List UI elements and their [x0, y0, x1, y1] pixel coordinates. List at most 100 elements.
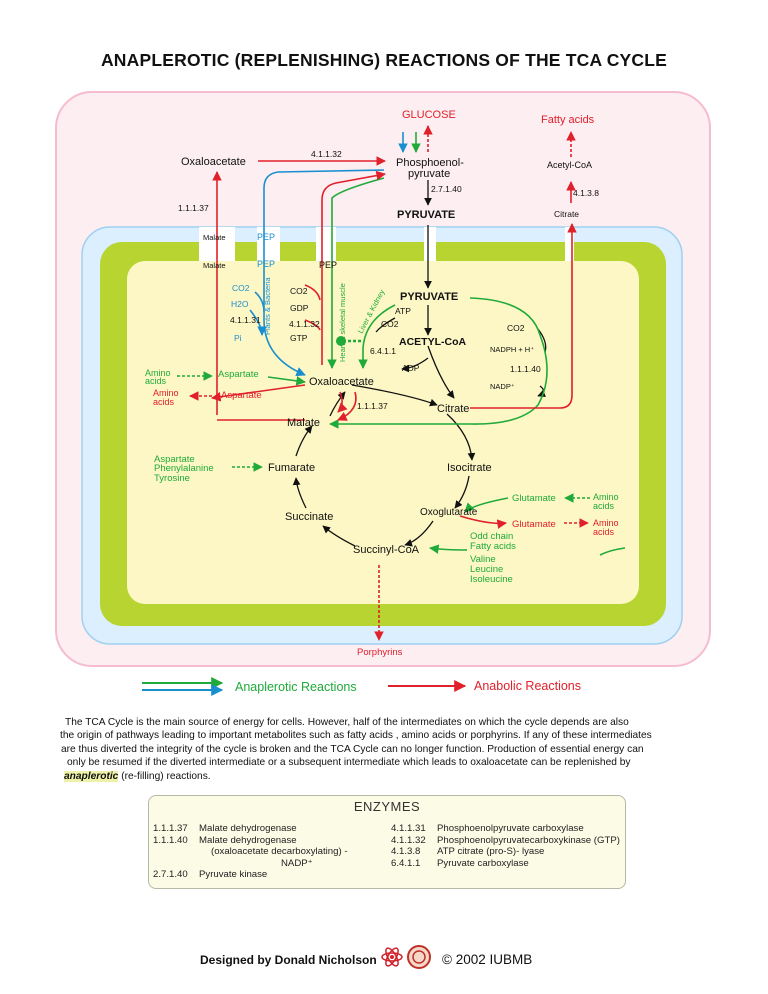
- co2-right-label: CO2: [507, 323, 525, 333]
- asp-list-1: Aspartate: [154, 454, 195, 465]
- succinate-label: Succinate: [285, 511, 333, 523]
- ec-11137-mid: 1.1.1.37: [357, 401, 388, 411]
- porphyrins-label: Porphyrins: [357, 647, 403, 658]
- description-paragraph: The TCA Cycle is the main source of ener…: [60, 716, 724, 783]
- odd-list-2: Fatty acids: [470, 541, 516, 552]
- ec-41132-mid: 4.1.1.32: [289, 319, 320, 329]
- ec-27140: 2.7.1.40: [431, 184, 462, 194]
- heart-skeletal-label: Heart & skeletal muscle: [338, 283, 347, 362]
- atom-logo-icon: [381, 947, 403, 967]
- aspartate-red-label: Aspartate: [221, 390, 262, 401]
- h2o-blue: H2O: [231, 299, 249, 309]
- legend-anabolic: Anabolic Reactions: [474, 679, 581, 693]
- malate-membrane-label-2: Malate: [203, 261, 226, 270]
- co2-blue: CO2: [232, 283, 250, 293]
- asp-list-2: Phenylalanine: [154, 463, 214, 474]
- amino-acids-green-1: Amino: [145, 368, 171, 378]
- amino-acids-red-2: acids: [153, 397, 175, 407]
- co2-green-label: CO2: [381, 319, 399, 329]
- amino-right-green-1: Amino: [593, 492, 619, 502]
- pyruvate-mito-label: PYRUVATE: [400, 291, 458, 303]
- odd-list-4: Leucine: [470, 564, 503, 575]
- desc-line-3: are thus diverted the integrity of the c…: [61, 743, 644, 755]
- legend-anaplerotic: Anaplerotic Reactions: [235, 680, 357, 694]
- succinyl-coa-label: Succinyl-CoA: [353, 544, 420, 556]
- ec-11140: 1.1.1.40: [510, 364, 541, 374]
- pyruvate-cyto-label: PYRUVATE: [397, 209, 455, 221]
- enzymes-title: ENZYMES: [353, 799, 421, 814]
- gdp-label: GDP: [290, 303, 309, 313]
- ec-41132-top: 4.1.1.32: [311, 149, 342, 159]
- co2-red: CO2: [290, 286, 308, 296]
- copyright: © 2002 IUBMB: [442, 952, 533, 967]
- enzyme-row: NADP⁺: [281, 857, 313, 869]
- isocitrate-label: Isocitrate: [447, 462, 492, 474]
- glucose-label: GLUCOSE: [402, 109, 456, 121]
- pep-membrane-red: PEP: [319, 260, 337, 270]
- odd-list-5: Isoleucine: [470, 574, 513, 585]
- citrate-cyto-label: Citrate: [554, 209, 579, 219]
- asp-list-3: Tyrosine: [154, 473, 190, 484]
- ec-11137-left: 1.1.1.37: [178, 203, 209, 213]
- pep-cyto-label-2: pyruvate: [408, 168, 450, 180]
- amino-acids-green-2: acids: [145, 376, 167, 386]
- designer-credit: Designed by Donald Nicholson: [200, 953, 377, 967]
- acetyl-coa-mito-label: ACETYL-CoA: [399, 336, 466, 348]
- green-arrows: [177, 132, 626, 556]
- pep-cyto-label-1: Phosphoenol-: [396, 157, 464, 169]
- adp-label: ADP: [402, 363, 420, 373]
- aspartate-green-label: Aspartate: [218, 369, 259, 380]
- amino-right-red-2: acids: [593, 527, 615, 537]
- ec-6411: 6.4.1.1: [370, 346, 396, 356]
- page-title: ANAPLEROTIC (REPLENISHING) REACTIONS OF …: [100, 50, 668, 70]
- red-arrows: [189, 125, 589, 641]
- nadp-label: NADP⁺: [490, 382, 515, 391]
- pyruvate-carboxylase-node: [336, 336, 346, 346]
- malate-label: Malate: [287, 417, 320, 429]
- fumarate-label: Fumarate: [268, 462, 315, 474]
- legend: Anaplerotic Reactions Anabolic Reactions: [142, 677, 581, 696]
- pep-membrane-blue-1: PEP: [257, 232, 275, 242]
- desc-line-5: (re-filling) reactions.: [118, 770, 211, 782]
- gtp-label: GTP: [290, 333, 308, 343]
- atp-label: ATP: [395, 306, 411, 316]
- odd-list-1: Odd chain: [470, 531, 513, 542]
- tca-cycle-ring: [292, 384, 476, 547]
- oxoglutarate-label: Oxoglutarate: [420, 507, 478, 518]
- pi-blue: Pi: [234, 333, 242, 343]
- fatty-acids-label: Fatty acids: [541, 114, 595, 126]
- mitochondrial-matrix: [127, 261, 639, 604]
- citrate-label: Citrate: [437, 403, 469, 415]
- anaplerotic-highlight: anaplerotic: [64, 770, 119, 782]
- blue-arrows: [249, 132, 408, 377]
- oxaloacetate-label: Oxaloacetate: [309, 376, 374, 388]
- odd-list-3: Valine: [470, 554, 496, 565]
- glutamate-red-label: Glutamate: [512, 519, 556, 530]
- amino-acids-red-1: Amino: [153, 388, 179, 398]
- oxaloacetate-cyto-label: Oxaloacetate: [181, 156, 246, 168]
- glutamate-green-label: Glutamate: [512, 493, 556, 504]
- pep-membrane-blue-2: PEP: [257, 259, 275, 269]
- acetyl-coa-cyto-label: Acetyl-CoA: [547, 160, 592, 170]
- desc-line-2: the origin of pathways leading to import…: [60, 730, 652, 742]
- plants-bacteria-label: Plants & Bacteria: [263, 277, 272, 335]
- desc-line-4: only be resumed if the diverted intermed…: [67, 757, 631, 769]
- amino-right-red-1: Amino: [593, 518, 619, 528]
- enzyme-row: (oxaloacetate decarboxylating) -: [211, 846, 348, 857]
- nadph-label: NADPH + H⁺: [490, 345, 534, 354]
- malate-membrane-label-1: Malate: [203, 233, 226, 242]
- iubmb-seal-icon: [407, 945, 431, 969]
- ec-4138: 4.1.3.8: [573, 188, 599, 198]
- ec-41131: 4.1.1.31: [230, 315, 261, 325]
- desc-line-1: The TCA Cycle is the main source of ener…: [65, 717, 629, 728]
